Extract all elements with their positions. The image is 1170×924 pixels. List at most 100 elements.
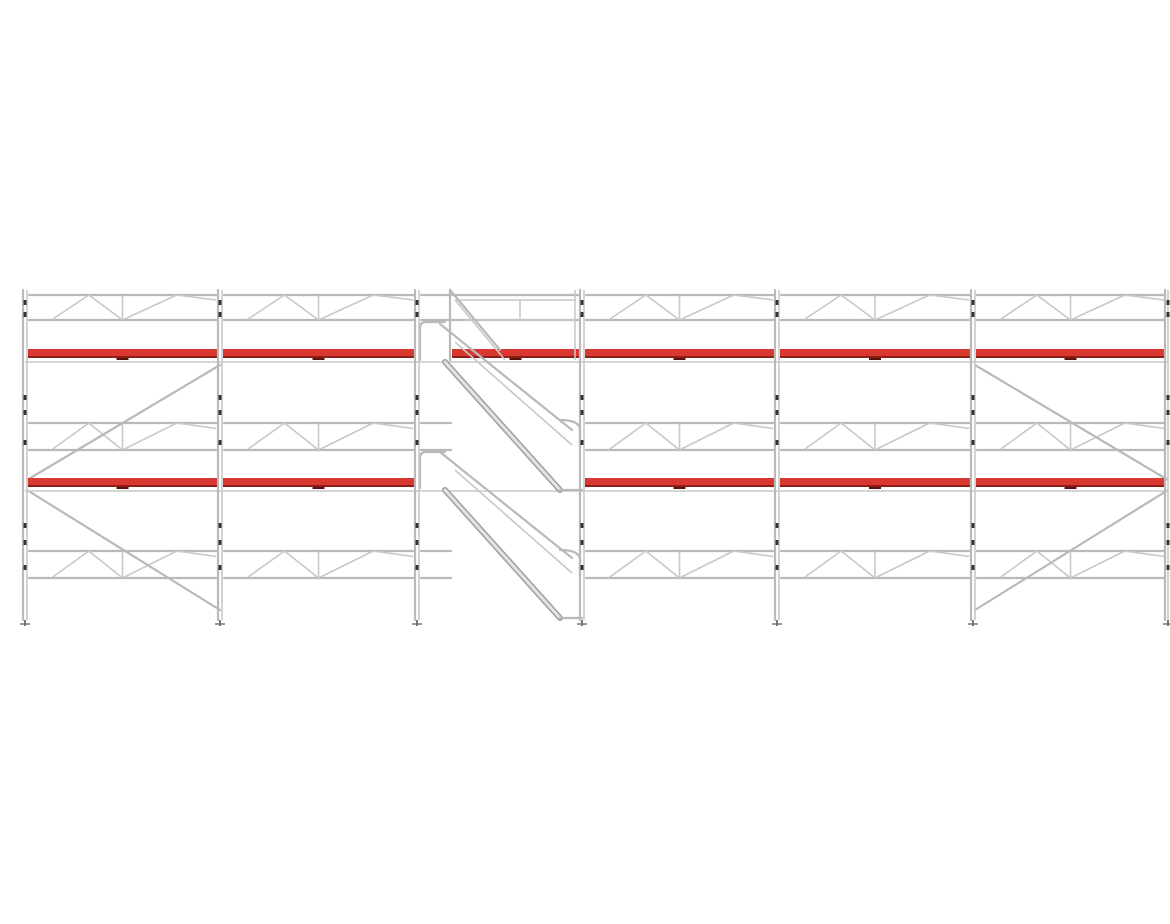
- rail-brace: [929, 294, 970, 301]
- coupler-mark: [218, 300, 222, 305]
- rail-brace: [607, 550, 647, 579]
- rail-brace: [1070, 294, 1126, 321]
- rail-brace: [840, 294, 876, 321]
- stair-flights: [418, 288, 584, 621]
- stair-handrail-upper: [454, 299, 506, 361]
- coupler-mark: [1166, 312, 1170, 317]
- coupler-mark: [775, 440, 779, 445]
- stair-handrail: [438, 450, 574, 560]
- rail-brace: [645, 550, 681, 579]
- stair-guard: [418, 450, 447, 490]
- coupler-mark: [775, 410, 779, 415]
- guardrail-panels: [27, 293, 1166, 580]
- stair-stringer: [443, 360, 562, 492]
- coupler-mark: [23, 440, 27, 445]
- vertical-standards: [21, 288, 1170, 622]
- rail-brace: [998, 294, 1038, 321]
- coupler-mark: [415, 523, 419, 528]
- deck-lock: [116, 358, 129, 360]
- coupler-mark: [218, 523, 222, 528]
- deck-plank-icon: [223, 478, 414, 487]
- deck-edge: [780, 485, 970, 487]
- stair-handrail: [438, 322, 574, 432]
- rail-brace: [1036, 294, 1071, 321]
- rail-brace: [874, 550, 930, 579]
- diagonal-brace: [973, 363, 1170, 482]
- coupler-mark: [971, 440, 975, 445]
- rail-brace: [318, 422, 374, 451]
- coupler-mark: [971, 395, 975, 400]
- rail-brace: [88, 422, 124, 451]
- deck-plank-icon: [223, 349, 414, 358]
- deck-plank-icon: [28, 349, 217, 358]
- deck-edge: [780, 356, 970, 358]
- deck-plank-icon: [780, 478, 970, 487]
- coupler-mark: [1166, 300, 1170, 305]
- coupler-mark: [971, 300, 975, 305]
- deck-edge: [585, 356, 774, 358]
- rail-brace: [803, 422, 842, 451]
- rail-brace: [840, 422, 876, 451]
- rail-brace: [733, 422, 774, 430]
- diagonal-brace: [973, 488, 1170, 612]
- deck-lock: [673, 487, 686, 489]
- coupler-mark: [415, 540, 419, 545]
- coupler-mark: [775, 565, 779, 570]
- rail-brace: [1036, 550, 1072, 579]
- rail-brace: [1036, 422, 1072, 451]
- rail-brace: [246, 550, 285, 579]
- coupler-mark: [23, 395, 27, 400]
- deck-edge: [452, 356, 579, 358]
- rail-brace: [840, 550, 876, 579]
- deck-edge: [28, 485, 217, 487]
- rail-brace: [607, 294, 647, 321]
- coupler-mark: [218, 440, 222, 445]
- rail-brace: [733, 294, 774, 301]
- coupler-mark: [971, 565, 975, 570]
- rail-brace: [874, 294, 930, 321]
- coupler-mark: [580, 300, 584, 305]
- coupler-mark: [218, 395, 222, 400]
- coupler-mark: [1166, 440, 1170, 445]
- coupler-mark: [415, 410, 419, 415]
- rail-brace: [929, 550, 970, 558]
- coupler-mark: [775, 540, 779, 545]
- rail-brace: [373, 294, 414, 301]
- coupler-mark: [23, 565, 27, 570]
- deck-lock: [312, 487, 325, 489]
- coupler-mark: [415, 300, 419, 305]
- deck-plank-icon: [585, 478, 774, 487]
- coupler-mark: [218, 540, 222, 545]
- coupler-mark: [775, 312, 779, 317]
- deck-lock: [869, 358, 881, 360]
- base-jacks: [20, 620, 1170, 626]
- coupler-mark: [415, 395, 419, 400]
- rail-brace: [122, 550, 178, 579]
- coupler-mark: [415, 565, 419, 570]
- deck-plank-icon: [780, 349, 970, 358]
- coupler-mark: [1166, 540, 1170, 545]
- deck-lock: [869, 487, 881, 489]
- deck-lock: [673, 358, 686, 360]
- deck-edge: [223, 356, 414, 358]
- coupler-mark: [218, 312, 222, 317]
- rail-brace: [1124, 422, 1165, 430]
- deck-edge: [976, 485, 1165, 487]
- rail-brace: [645, 294, 680, 321]
- rail-brace: [803, 550, 842, 579]
- coupler-mark: [1166, 395, 1170, 400]
- deck-lock: [116, 487, 129, 489]
- rail-brace: [1124, 550, 1165, 558]
- coupler-mark: [775, 523, 779, 528]
- coupler-mark: [415, 312, 419, 317]
- deck-lock: [1064, 358, 1077, 360]
- rail-brace: [607, 422, 647, 451]
- stair-handrail-inner: [454, 469, 573, 574]
- rail-brace: [122, 422, 178, 451]
- coupler-mark: [415, 440, 419, 445]
- deck-edge: [223, 485, 414, 487]
- rail-brace: [246, 422, 285, 451]
- rail-brace: [246, 294, 285, 321]
- coupler-mark: [1166, 410, 1170, 415]
- deck-plank-icon: [585, 349, 774, 358]
